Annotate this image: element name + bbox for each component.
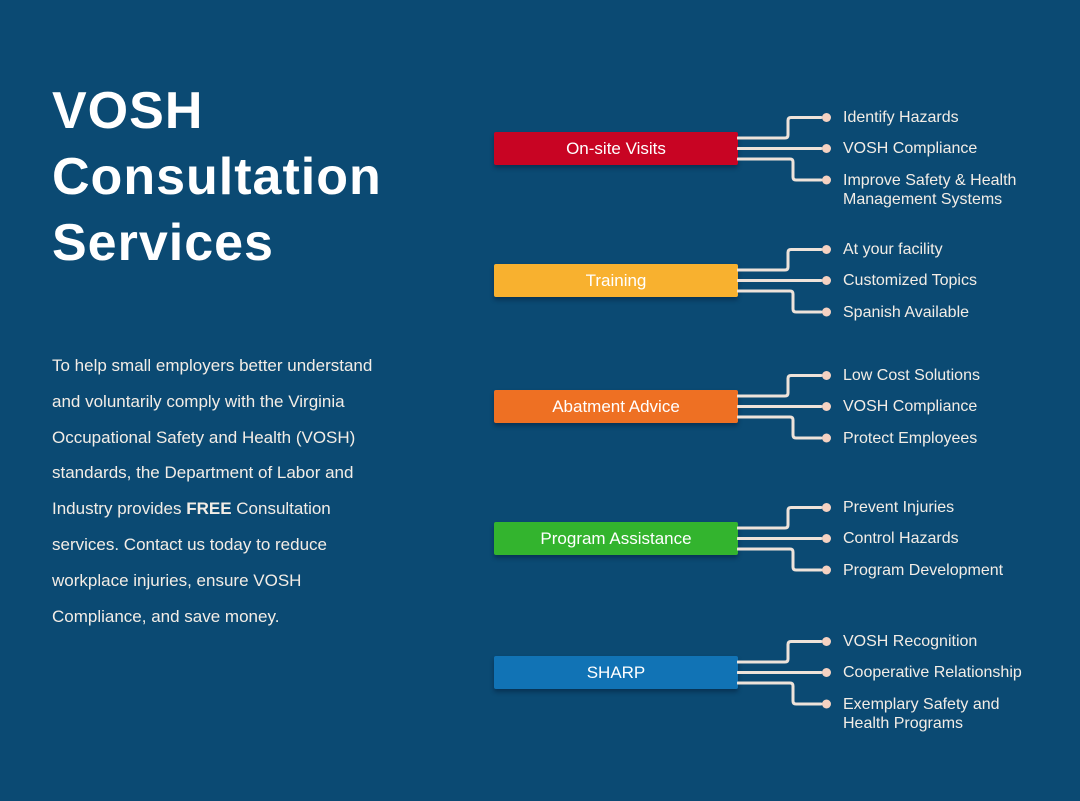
service-bar-onsite-visits: On-site Visits — [494, 132, 738, 165]
bullet-item: Identify Hazards — [843, 109, 959, 126]
intro-text-before: To help small employers better understan… — [52, 356, 373, 519]
connector-line-bottom — [737, 157, 823, 182]
bullet-item: Protect Employees — [843, 429, 978, 447]
bullet-dot — [822, 402, 831, 411]
bullet-item: Control Hazards — [843, 530, 959, 547]
bullet-dot — [822, 113, 831, 122]
bullet-dot — [822, 371, 831, 380]
connector-lines — [737, 637, 831, 709]
intro-paragraph: To help small employers better understan… — [52, 348, 374, 634]
connector-lines — [737, 113, 831, 185]
connector-lines — [737, 245, 831, 317]
service-group-onsite-visits: On-site Visits Identify Hazards VOSH Com… — [0, 104, 1080, 208]
bullet-dot — [822, 144, 831, 153]
bullet-dot — [822, 534, 831, 543]
bullet-item: Program Development — [843, 561, 1004, 579]
bullet-dot — [822, 699, 831, 709]
service-group-program-assistance: Program Assistance Prevent Injuries Cont… — [0, 494, 1080, 590]
connector-lines — [737, 371, 831, 443]
connector-line-top — [737, 374, 823, 398]
bullet-item: VOSH Compliance — [843, 140, 978, 157]
bullet-dot — [822, 637, 831, 646]
bullet-dot — [822, 503, 831, 512]
bullet-item: Improve Safety & Health Management Syste… — [843, 171, 1017, 208]
bullet-item: Exemplary Safety and Health Programs — [843, 695, 1000, 732]
connector-line-bottom — [737, 547, 823, 572]
bullet-item: Customized Topics — [843, 272, 977, 289]
bullet-item: Low Cost Solutions — [843, 367, 980, 384]
connector-line-top — [737, 506, 823, 530]
connector-line-bottom — [737, 415, 823, 440]
connector-lines — [737, 503, 831, 575]
bullet-item: Prevent Injuries — [843, 499, 955, 516]
bullet-item: Spanish Available — [843, 303, 970, 321]
connector-line-top — [737, 640, 823, 664]
intro-text-after: Consultation services. Contact us today … — [52, 499, 331, 626]
bullet-item: At your facility — [843, 241, 943, 258]
page-title: VOSH Consultation Services — [52, 82, 382, 272]
bullet-item: VOSH Compliance — [843, 398, 978, 415]
free-emphasis: FREE — [186, 499, 232, 519]
connector-line-bottom — [737, 289, 823, 314]
bullet-dot — [822, 307, 831, 317]
bullet-dot — [822, 175, 831, 185]
bullet-dot — [822, 245, 831, 254]
bullet-dot — [822, 276, 831, 285]
service-bar-training: Training — [494, 264, 738, 297]
connector-line-bottom — [737, 681, 823, 706]
service-group-sharp: SHARP VOSH Recognition Cooperative Relat… — [0, 628, 1080, 732]
bullet-item: VOSH Recognition — [843, 633, 978, 650]
service-group-training: Training At your facility Customized Top… — [0, 236, 1080, 332]
connector-line-top — [737, 248, 823, 272]
bullet-dot — [822, 565, 831, 575]
service-bar-program-assistance: Program Assistance — [494, 522, 738, 555]
bullet-dot — [822, 433, 831, 443]
bullet-dot — [822, 668, 831, 677]
bullet-item: Cooperative Relationship — [843, 664, 1022, 681]
connector-line-top — [737, 116, 823, 140]
service-bar-abatment-advice: Abatment Advice — [494, 390, 738, 423]
service-bar-sharp: SHARP — [494, 656, 738, 689]
service-group-abatment-advice: Abatment Advice Low Cost Solutions VOSH … — [0, 362, 1080, 458]
